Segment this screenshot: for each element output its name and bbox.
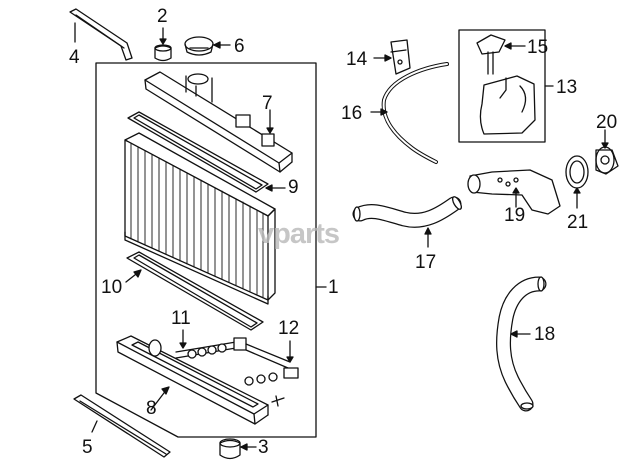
callout-9: 9 bbox=[288, 177, 299, 198]
callout-18: 18 bbox=[534, 324, 556, 345]
cushion-lower bbox=[219, 438, 257, 460]
lower-tank-gasket bbox=[125, 251, 264, 331]
callout-2: 2 bbox=[157, 6, 168, 27]
cushion-upper bbox=[154, 27, 172, 62]
callout-14: 14 bbox=[346, 49, 368, 70]
reservoir-assembly-bracket bbox=[458, 29, 546, 143]
upper-radiator-hose bbox=[352, 196, 463, 248]
lower-support-strip bbox=[73, 394, 171, 458]
thermostat-gasket bbox=[565, 155, 589, 209]
reservoir-bracket bbox=[373, 39, 411, 75]
callout-11: 11 bbox=[171, 308, 191, 329]
callout-19: 19 bbox=[504, 205, 526, 226]
callout-17: 17 bbox=[415, 252, 437, 273]
radiator-lower-tank bbox=[116, 335, 269, 425]
callout-16: 16 bbox=[341, 103, 363, 124]
upper-tank-gasket bbox=[127, 111, 286, 193]
callout-1: 1 bbox=[328, 277, 339, 298]
overflow-hose bbox=[370, 62, 449, 164]
callout-4: 4 bbox=[69, 47, 80, 68]
oil-cooler-pipe bbox=[175, 329, 247, 359]
callout-21: 21 bbox=[567, 212, 589, 233]
watermark: vparts bbox=[258, 218, 340, 250]
radiator-assembly-bracket bbox=[95, 62, 317, 438]
reservoir-cap bbox=[476, 34, 526, 75]
callout-5: 5 bbox=[82, 437, 93, 458]
callout-12: 12 bbox=[278, 318, 300, 339]
callout-15: 15 bbox=[527, 37, 549, 58]
callout-13: 13 bbox=[556, 77, 578, 98]
callout-6: 6 bbox=[234, 36, 245, 57]
callout-8: 8 bbox=[146, 398, 157, 419]
lower-radiator-hose bbox=[496, 276, 547, 412]
callout-7: 7 bbox=[262, 93, 273, 114]
thermostat bbox=[595, 129, 619, 175]
radiator-core bbox=[124, 132, 276, 305]
coolant-reservoir bbox=[479, 75, 536, 135]
water-outlet bbox=[467, 169, 561, 215]
radiator-cap bbox=[184, 36, 231, 56]
callout-3: 3 bbox=[258, 437, 269, 458]
callout-10: 10 bbox=[101, 277, 123, 298]
upper-support-strip bbox=[69, 8, 133, 61]
drain-plug-fittings bbox=[244, 340, 299, 407]
callout-20: 20 bbox=[596, 112, 618, 133]
radiator-upper-tank bbox=[144, 71, 293, 173]
